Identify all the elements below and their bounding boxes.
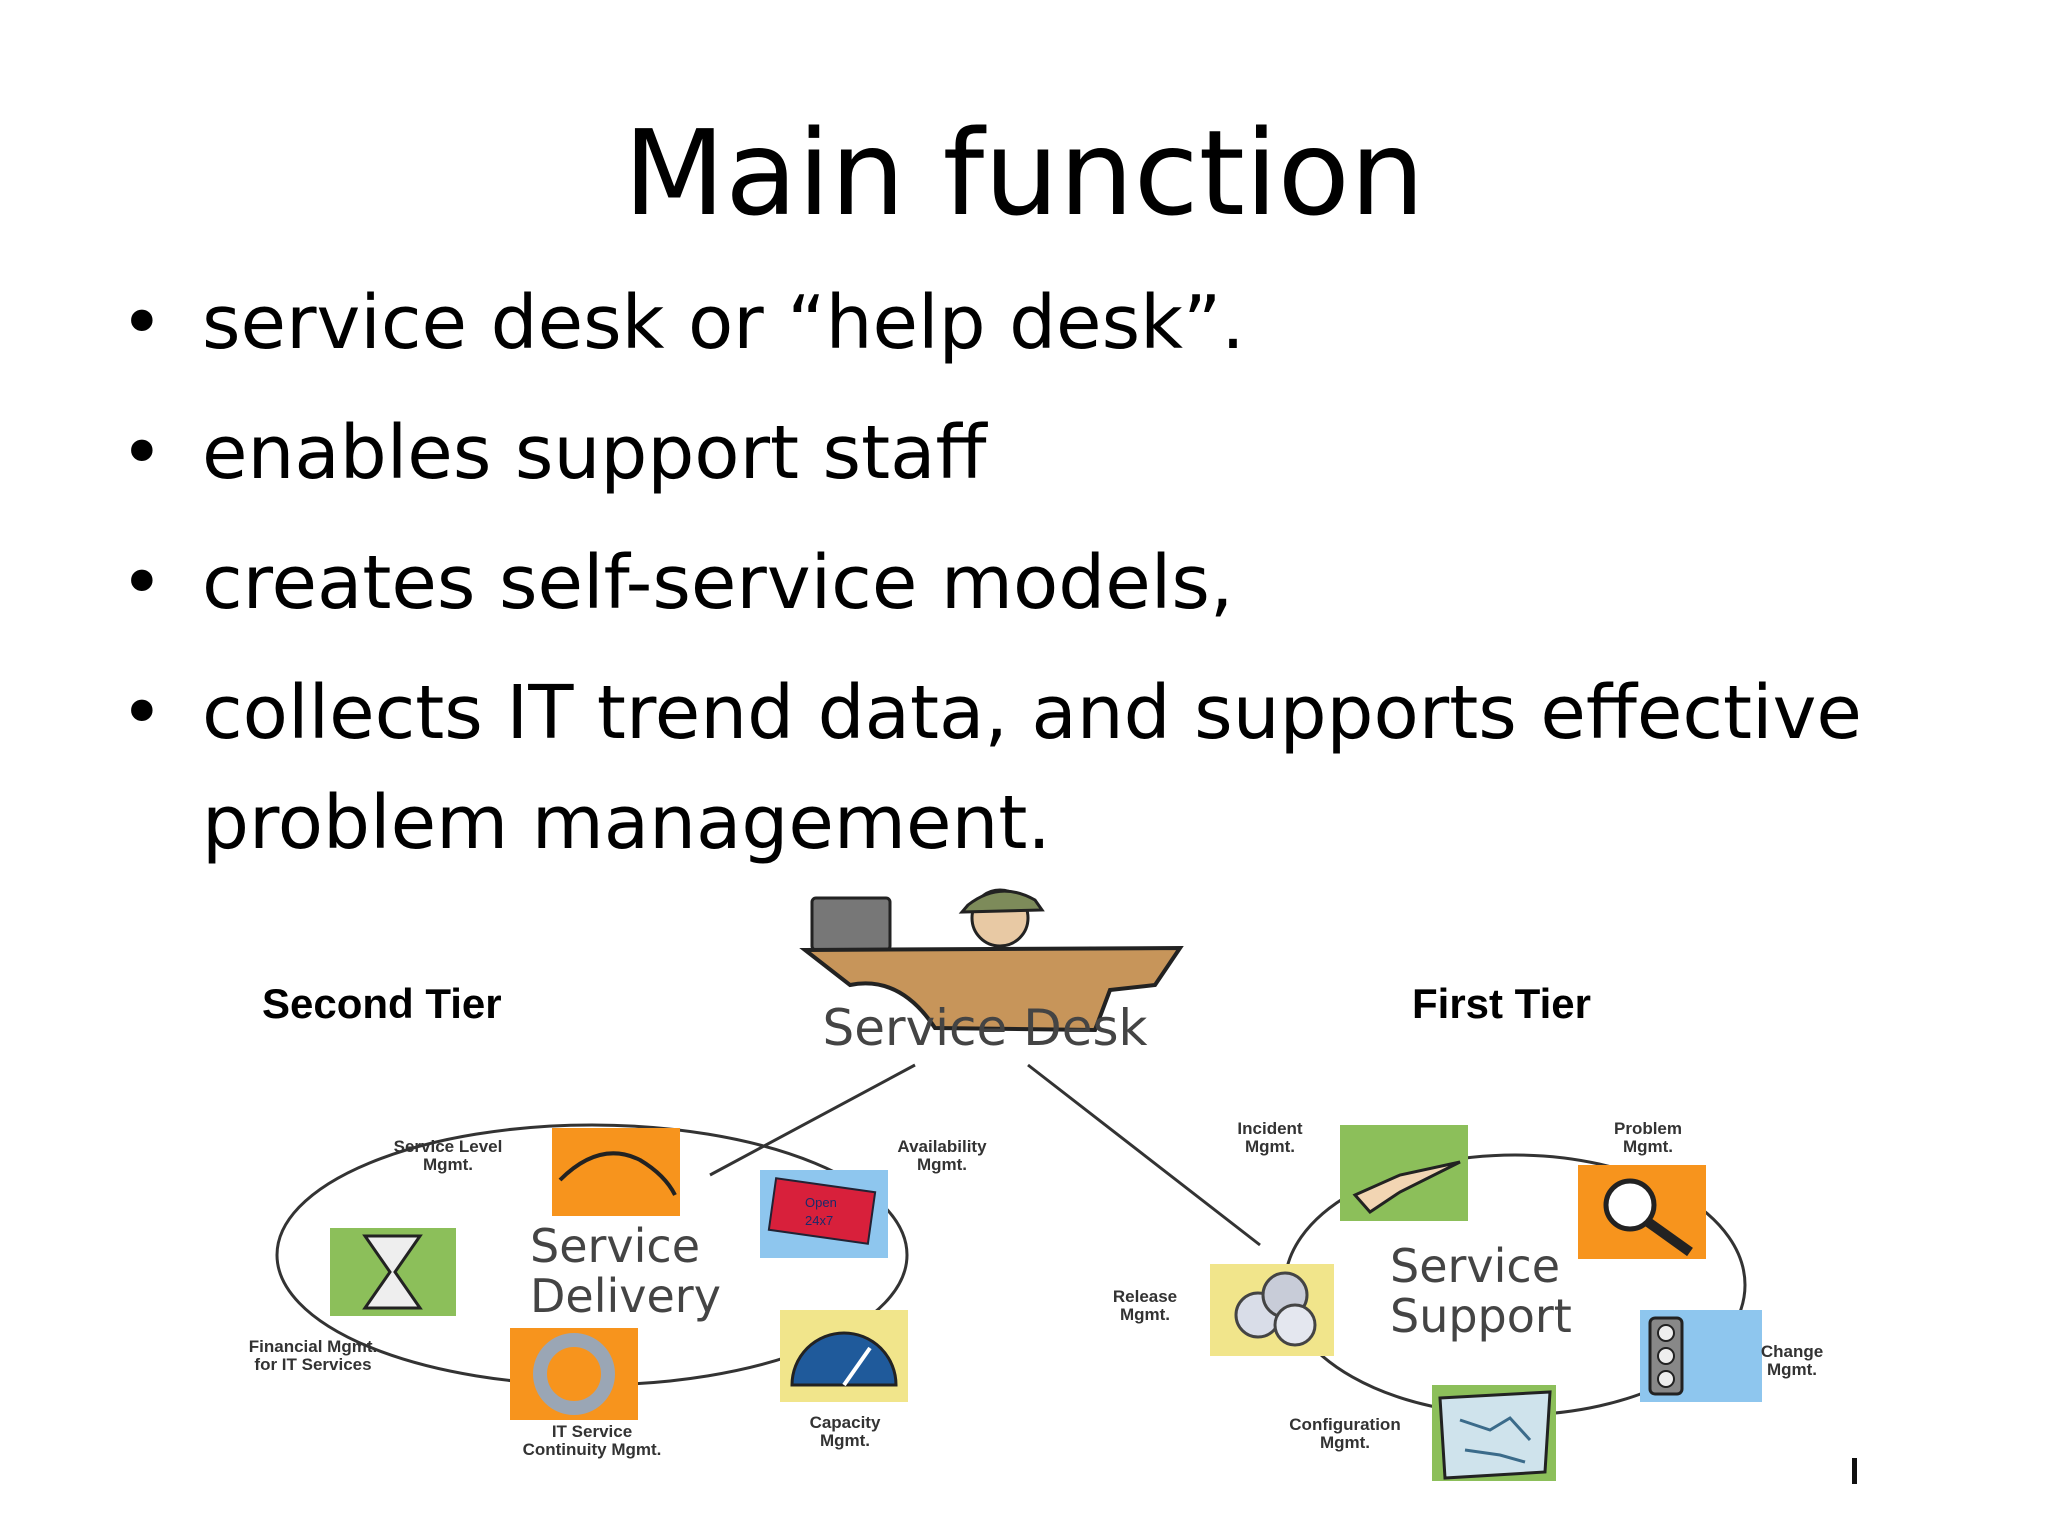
- magnifier-icon: [1603, 1178, 1657, 1232]
- magnifier-handle: [1645, 1217, 1693, 1257]
- bullet-marker: •: [120, 280, 164, 366]
- bullet-text: enables support staff: [202, 410, 987, 496]
- desk-icon: [799, 945, 1184, 1033]
- pointing-hand-icon: [1352, 1160, 1461, 1214]
- connector-line-right: [1027, 1063, 1261, 1247]
- release-label-1: Release: [1113, 1287, 1177, 1306]
- change-label-2: Mgmt.: [1767, 1360, 1817, 1379]
- configuration-label-2: Mgmt.: [1320, 1433, 1370, 1452]
- continuity-label-2: Continuity Mgmt.: [523, 1440, 662, 1459]
- bullet-text: creates self-service models,: [202, 540, 1234, 626]
- traffic-light-lamp: [1657, 1370, 1675, 1388]
- traffic-light-lamp: [1657, 1324, 1675, 1342]
- service-desk-clipart: Service Desk: [799, 888, 1184, 1057]
- gauge-needle: [842, 1346, 872, 1387]
- blueprint-map-icon: [1438, 1390, 1552, 1480]
- gauge-icon: [790, 1331, 898, 1387]
- bullet-item: • collects IT trend data, and supports ef…: [120, 658, 1940, 878]
- agent-cap-icon: [958, 889, 1045, 914]
- connector-line-left: [709, 1063, 916, 1177]
- support-center-line1: Service: [1390, 1239, 1560, 1293]
- capacity-label-1: Capacity: [810, 1413, 881, 1432]
- disc-icon: [1273, 1303, 1317, 1347]
- financial-label-2: for IT Services: [254, 1355, 371, 1374]
- handshake-icon: [558, 1151, 677, 1196]
- first-tier-label: First Tier: [1412, 980, 1591, 1027]
- problem-label-1: Problem: [1614, 1119, 1682, 1138]
- configuration-label-1: Configuration: [1289, 1415, 1400, 1434]
- service-support-cycle: Service Support Incident Mgmt. Problem M…: [1113, 1119, 1823, 1481]
- cursor-mark: [1852, 1458, 1857, 1484]
- problem-label-2: Mgmt.: [1623, 1137, 1673, 1156]
- bullet-list: • service desk or “help desk”. • enables s…: [120, 268, 1940, 898]
- open-sign-icon: [767, 1177, 877, 1245]
- second-tier-label: Second Tier: [262, 980, 502, 1027]
- bullet-item: • creates self-service models,: [120, 528, 1940, 638]
- hub-label: Service Desk: [823, 999, 1148, 1057]
- capacity-label-2: Mgmt.: [820, 1431, 870, 1450]
- hourglass-icon: [362, 1234, 423, 1310]
- open-sign-text-1: Open: [805, 1195, 837, 1210]
- delivery-center-line2: Delivery: [530, 1269, 721, 1323]
- delivery-center-line1: Service: [530, 1219, 700, 1273]
- service-delivery-cycle: Service Delivery Service Level Mgmt. Ope…: [249, 1123, 987, 1459]
- availability-label-1: Availability: [897, 1137, 987, 1156]
- bullet-item: • enables support staff: [120, 398, 1940, 508]
- blueprint-lines: [1459, 1416, 1532, 1464]
- availability-label-2: Mgmt.: [917, 1155, 967, 1174]
- service-level-label-1: Service Level: [394, 1137, 503, 1156]
- bullet-item: • service desk or “help desk”.: [120, 268, 1940, 378]
- open-sign-text-2: 24x7: [805, 1213, 833, 1228]
- service-level-label-2: Mgmt.: [423, 1155, 473, 1174]
- change-label-1: Change: [1761, 1342, 1823, 1361]
- monitor-icon: [810, 896, 892, 952]
- release-label-2: Mgmt.: [1120, 1305, 1170, 1324]
- financial-label-1: Financial Mgmt.: [249, 1337, 377, 1356]
- continuity-label-1: IT Service: [552, 1422, 632, 1441]
- bullet-text: collects IT trend data, and supports eff…: [202, 670, 1862, 866]
- incident-label-2: Mgmt.: [1245, 1137, 1295, 1156]
- cycle-arrows-icon: [533, 1333, 615, 1415]
- incident-label-1: Incident: [1237, 1119, 1303, 1138]
- bullet-marker: •: [120, 540, 164, 626]
- bullet-marker: •: [120, 410, 164, 496]
- slide-title: Main function: [623, 104, 1425, 242]
- support-center-line2: Support: [1390, 1289, 1572, 1343]
- traffic-light-lamp: [1657, 1347, 1675, 1365]
- bullet-marker: •: [120, 670, 164, 756]
- bullet-text: service desk or “help desk”.: [202, 280, 1245, 366]
